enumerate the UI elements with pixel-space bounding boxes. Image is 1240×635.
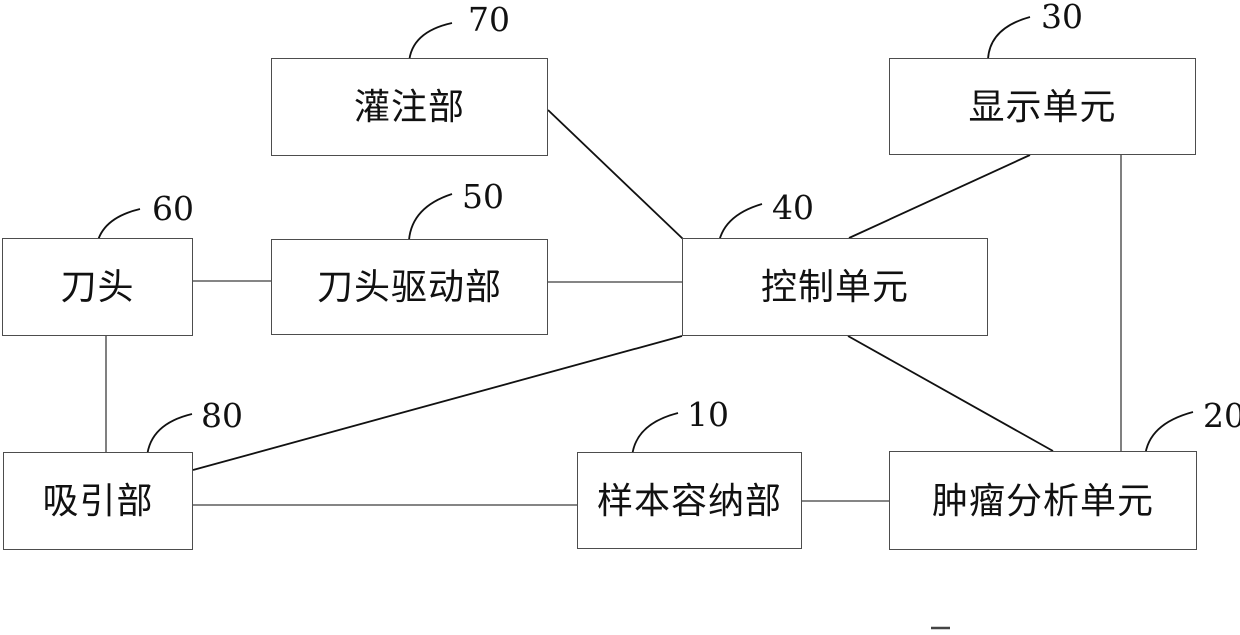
- block-cutter-head-label: 刀头: [60, 267, 135, 308]
- ref-numeral-50: 50: [462, 177, 504, 216]
- block-suction-unit: 吸引部: [3, 452, 193, 550]
- ref-numeral-20: 20: [1203, 396, 1240, 435]
- block-cutter-head: 刀头: [2, 238, 193, 336]
- block-display-unit-label: 显示单元: [968, 86, 1117, 128]
- leader-10: [631, 412, 679, 458]
- block-control-unit: 控制单元: [682, 238, 988, 336]
- ref-numeral-60: 60: [152, 189, 194, 228]
- ref-numeral-70: 70: [468, 0, 510, 39]
- connector-perfusion-to-control: [547, 109, 684, 240]
- leader-80: [146, 413, 193, 458]
- block-tumor-analysis-unit-label: 肿瘤分析单元: [931, 480, 1154, 522]
- ref-numeral-10: 10: [687, 395, 729, 434]
- connector-control-to-tumor-analysis: [847, 335, 1054, 452]
- leader-70: [408, 22, 453, 64]
- block-control-unit-label: 控制单元: [760, 267, 909, 308]
- ref-numeral-30: 30: [1041, 0, 1083, 36]
- block-cutter-drive-unit-label: 刀头驱动部: [316, 267, 502, 308]
- ref-numeral-80: 80: [201, 396, 243, 435]
- leader-30: [987, 16, 1031, 60]
- block-perfusion-unit-label: 灌注部: [353, 87, 465, 128]
- connector-display-to-control: [848, 154, 1031, 239]
- connector-control-to-suction: [192, 335, 683, 471]
- block-display-unit: 显示单元: [889, 58, 1196, 155]
- block-cutter-drive-unit: 刀头驱动部: [271, 239, 548, 335]
- block-perfusion-unit: 灌注部: [271, 58, 548, 156]
- leader-50: [408, 193, 453, 241]
- block-sample-container-label: 样本容纳部: [596, 480, 782, 522]
- block-suction-unit-label: 吸引部: [42, 481, 154, 522]
- block-tumor-analysis-unit: 肿瘤分析单元: [889, 451, 1197, 550]
- ref-numeral-40: 40: [772, 188, 814, 227]
- block-sample-container: 样本容纳部: [577, 452, 802, 549]
